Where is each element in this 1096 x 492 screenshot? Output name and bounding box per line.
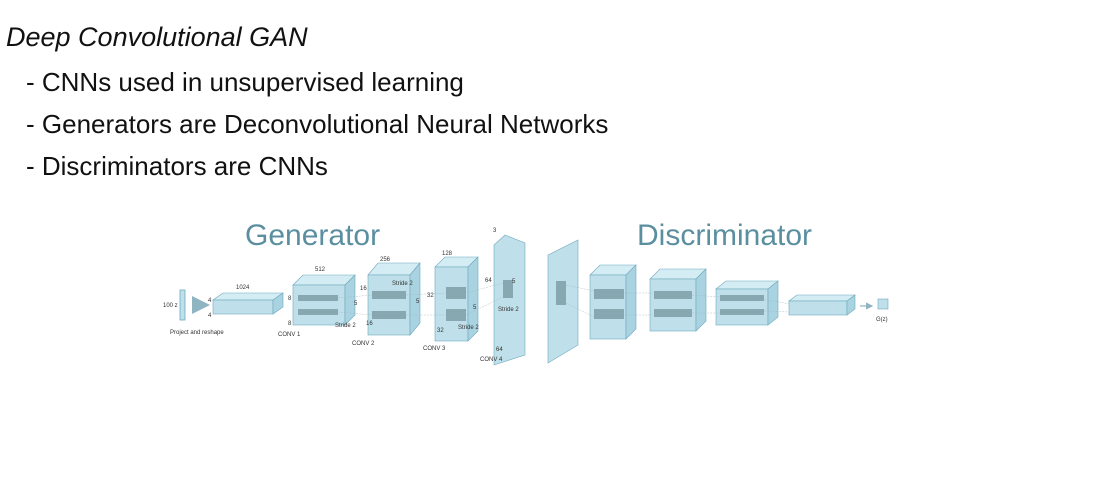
output-unit [877, 298, 889, 310]
dcgan-diagram: Generator Discriminator 100 z Project an… [0, 205, 1096, 410]
z-vector [179, 289, 186, 321]
disc-layer-4 [788, 294, 856, 316]
z-label: 100 z [163, 303, 178, 309]
dim-label: 4 [208, 298, 212, 304]
dim-label: 5 [473, 305, 477, 311]
dim-label: 16 [360, 286, 367, 292]
dim-label: 5 [416, 299, 420, 305]
stride-label: Stride 2 [498, 307, 519, 313]
dim-label: 5 [354, 301, 358, 307]
dim-label: 8 [288, 321, 292, 327]
bullet-item: - Discriminators are CNNs [26, 151, 328, 181]
disc-input-layer [547, 239, 579, 364]
dim-label: 64 [485, 278, 492, 284]
gen-layer-2 [292, 274, 356, 326]
dim-label: 256 [380, 257, 391, 263]
stride-label: Stride 2 [335, 323, 356, 329]
dim-label: 5 [512, 279, 516, 285]
gen-layer-3 [367, 262, 421, 336]
bullet-item: - CNNs used in unsupervised learning [26, 67, 464, 97]
stride-label: Stride 2 [392, 281, 413, 287]
bullet-item: - Generators are Deconvolutional Neural … [26, 109, 609, 139]
gen-layer-4 [434, 256, 479, 342]
dim-label: 3 [493, 228, 497, 234]
gen-layer-1 [212, 292, 284, 315]
project-label: Project and reshape [170, 330, 224, 336]
discriminator-heading: Discriminator [637, 219, 812, 252]
dim-label: 8 [288, 296, 292, 302]
conv-label: CONV 4 [480, 357, 503, 363]
conv-label: CONV 1 [278, 332, 301, 338]
gen-output-layer [493, 234, 526, 366]
dim-label: 128 [442, 251, 453, 257]
stride-label: Stride 2 [458, 325, 479, 331]
conv-label: CONV 3 [423, 346, 446, 352]
dim-label: 64 [496, 347, 503, 353]
disc-layer-3 [715, 280, 779, 326]
conv-label: CONV 2 [352, 341, 375, 347]
disc-layer-1 [589, 264, 637, 340]
dim-label: 16 [366, 321, 373, 327]
output-label: G(z) [876, 317, 888, 323]
slide-title: Deep Convolutional GAN [6, 22, 308, 52]
bullet-list: - CNNs used in unsupervised learning - G… [26, 66, 608, 192]
disc-connectors [565, 284, 790, 318]
gen-connectors [337, 282, 504, 316]
dim-label: 1024 [236, 285, 250, 291]
dim-label: 32 [427, 293, 434, 299]
dim-label: 512 [315, 267, 326, 273]
disc-layer-2 [649, 268, 707, 332]
dim-label: 4 [208, 313, 212, 319]
generator-heading: Generator [245, 219, 380, 252]
dim-label: 32 [437, 328, 444, 334]
